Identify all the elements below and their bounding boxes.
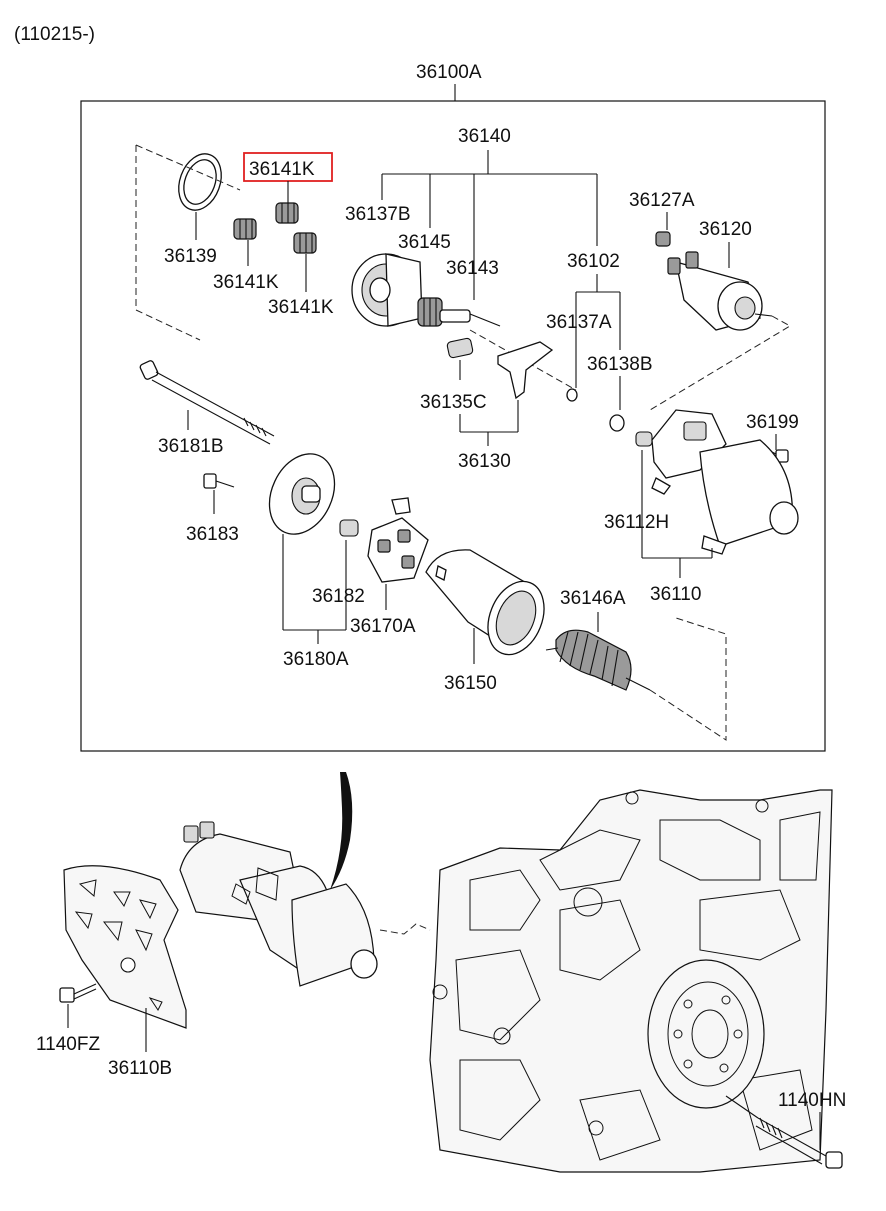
part-36182-bushing[interactable] [339, 519, 359, 537]
bracket-36130 [459, 400, 519, 446]
part-1140HN-bolt[interactable] [755, 1117, 843, 1169]
label-36145: 36145 [398, 232, 451, 253]
part-36112H-bushing[interactable] [635, 431, 653, 447]
label-36141K-a: 36141K [213, 272, 279, 293]
label-36182: 36182 [312, 586, 365, 607]
part-36127A-nut[interactable] [655, 231, 671, 247]
bracket-36102 [575, 274, 621, 388]
label-36127A: 36127A [629, 190, 695, 211]
installed-starter-motor [179, 821, 378, 987]
alignment-solenoid [649, 315, 791, 411]
part-36137B-gear-housing[interactable] [351, 253, 423, 327]
part-36130-lever[interactable] [497, 341, 554, 400]
part-36145-pinion[interactable] [417, 297, 443, 327]
label-36138B: 36138B [587, 354, 653, 375]
label-1140HN: 1140HN [778, 1090, 846, 1111]
label-36180A: 36180A [283, 649, 349, 670]
label-36137A: 36137A [546, 312, 612, 333]
part-36180A-end-cover[interactable] [257, 443, 347, 544]
label-36120: 36120 [699, 219, 752, 240]
label-36139: 36139 [164, 246, 217, 267]
part-36146A-armature[interactable] [545, 629, 651, 691]
label-36110: 36110 [650, 584, 701, 605]
flywheel [647, 959, 765, 1109]
label-36135C: 36135C [420, 392, 487, 413]
alignment-line-top [135, 144, 241, 191]
assembly-frame [80, 100, 826, 752]
label-1140FZ: 1140FZ [36, 1034, 100, 1055]
gear-36141K-right[interactable] [293, 232, 317, 254]
part-36170A-brush-holder[interactable] [367, 497, 429, 583]
bracket-36140 [381, 150, 598, 252]
label-36140: 36140 [458, 126, 511, 147]
part-36138B-seal[interactable] [609, 414, 625, 432]
label-36146A: 36146A [560, 588, 626, 609]
label-36112H: 36112H [604, 512, 669, 533]
label-36110B: 36110B [108, 1058, 172, 1079]
engine-block [429, 789, 833, 1173]
label-36181B: 36181B [158, 436, 224, 457]
part-36137A-ball[interactable] [566, 388, 578, 402]
part-36181B-through-bolt[interactable] [139, 360, 275, 445]
part-36120-solenoid[interactable] [667, 251, 773, 331]
part-36110-front-housing[interactable] [651, 409, 799, 555]
pointer-arrow [330, 772, 353, 890]
gear-36141K-left[interactable] [233, 218, 257, 240]
mount-line [379, 923, 431, 935]
part-36110B-heat-shield[interactable] [63, 865, 187, 1029]
alignment-armature [649, 617, 727, 741]
label-36130: 36130 [458, 451, 511, 472]
label-36137B: 36137B [345, 204, 411, 225]
label-36170A: 36170A [350, 616, 416, 637]
label-36143: 36143 [446, 258, 499, 279]
part-36143-shaft[interactable] [439, 309, 501, 327]
part-1140FZ-bolt[interactable] [59, 983, 97, 1003]
label-36141K-b: 36141K [268, 297, 334, 318]
part-36135C-spacer[interactable] [446, 337, 474, 359]
part-36150-yoke[interactable] [425, 549, 554, 663]
gear-36141K-top[interactable] [275, 202, 299, 224]
part-36183-screw[interactable] [203, 473, 235, 489]
label-36141K-highlighted[interactable]: 36141K [249, 159, 315, 180]
assembly-label: 36100A [416, 62, 482, 83]
label-36150: 36150 [444, 673, 497, 694]
part-36139-ring[interactable] [171, 148, 228, 216]
label-36102: 36102 [567, 251, 620, 272]
label-36183: 36183 [186, 524, 239, 545]
leader-1140HN-line [725, 1095, 759, 1119]
label-36199: 36199 [746, 412, 799, 433]
alignment-line-left [135, 145, 201, 341]
version-code: (110215-) [14, 24, 95, 45]
